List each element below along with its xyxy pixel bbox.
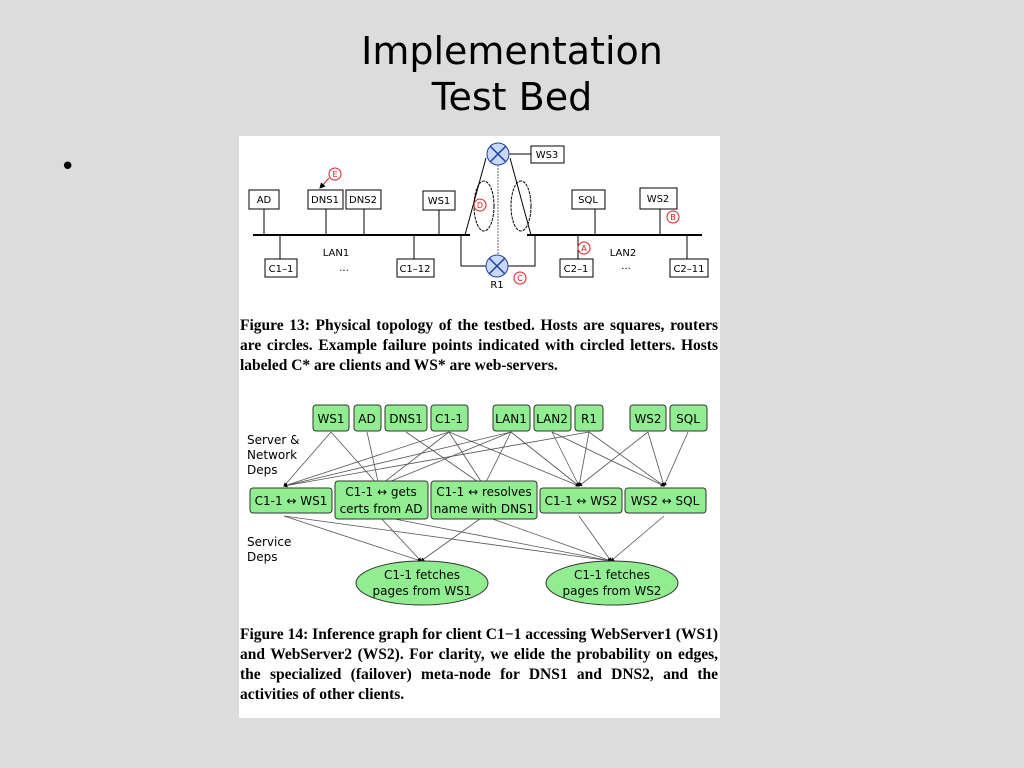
svg-text:C1-1: C1-1 [435,412,463,426]
host-c1-12: C1–12 [396,258,435,278]
svg-text:C1-1 ↔ WS1: C1-1 ↔ WS1 [255,494,328,508]
svg-text:Deps: Deps [247,550,278,564]
figure-image: R1 AD DNS1 DNS2 WS1 WS3 SQL WS2 C1–1 C1–… [239,136,720,718]
svg-text:DNS2: DNS2 [349,195,377,206]
svg-text:AD: AD [257,195,272,206]
failure-point-a: A [577,241,591,255]
top-row-nodes: WS1 AD DNS1 C1-1 LAN1 LAN2 R1 WS2 SQL [312,404,708,432]
host-ws2: WS2 [639,187,678,210]
failure-point-b: B [666,210,680,224]
node-ws2-sql: WS2 ↔ SQL [624,487,707,514]
svg-text:C1-1 fetches: C1-1 fetches [384,568,460,582]
node-ws2: WS2 [629,404,667,432]
figure-13-caption: Figure 13: Physical topology of the test… [240,317,718,374]
svg-text:certs from AD: certs from AD [340,502,423,516]
svg-text:E: E [332,170,337,179]
node-ws1: WS1 [312,404,350,432]
node-fetch-ws2: C1-1 fetches pages from WS2 [545,560,679,606]
svg-text:SQL: SQL [676,412,700,426]
svg-text:pages from WS2: pages from WS2 [563,584,662,598]
lan2-ellipsis: ... [621,261,631,272]
node-c1-1-ws2: C1-1 ↔ WS2 [539,487,623,514]
failure-point-c: C [513,271,527,285]
host-ws3: WS3 [530,145,565,164]
title-line-2: Test Bed [431,75,593,119]
failure-point-d: D [473,198,487,212]
svg-text:C1–1: C1–1 [269,264,294,275]
svg-text:DNS1: DNS1 [311,195,339,206]
host-ad: AD [248,189,280,210]
node-dns1: DNS1 [384,404,428,432]
svg-text:C1-1 fetches: C1-1 fetches [574,568,650,582]
svg-text:pages from WS1: pages from WS1 [373,584,472,598]
svg-text:Deps: Deps [247,463,278,477]
svg-text:name with DNS1: name with DNS1 [434,502,535,516]
svg-text:C1-1 ↔ WS2: C1-1 ↔ WS2 [545,494,618,508]
host-c2-11: C2–11 [669,258,709,278]
svg-text:WS1: WS1 [317,412,344,426]
bottom-row-nodes: C1-1 fetches pages from WS1 C1-1 fetches… [355,560,679,606]
node-fetch-ws1: C1-1 fetches pages from WS1 [355,560,489,606]
host-c2-1: C2–1 [559,258,594,278]
node-r1: R1 [574,404,604,432]
node-c1-1: C1-1 [430,404,469,432]
svg-text:WS2: WS2 [634,412,661,426]
svg-text:C1-1 ↔ resolves: C1-1 ↔ resolves [436,485,531,499]
svg-text:LAN2: LAN2 [536,412,568,426]
host-ws1: WS1 [422,190,456,211]
svg-text:Service: Service [247,535,291,549]
topology-diagram: R1 AD DNS1 DNS2 WS1 WS3 SQL WS2 C1–1 C1–… [248,142,709,291]
svg-text:SQL: SQL [578,195,598,206]
failure-point-e: E [319,167,342,189]
svg-text:WS1: WS1 [428,196,451,207]
row-label-server-network-deps: Server & Network Deps [247,433,300,477]
svg-text:WS2 ↔ SQL: WS2 ↔ SQL [631,494,700,508]
svg-text:C1-1 ↔ gets: C1-1 ↔ gets [345,485,417,499]
svg-text:C2–1: C2–1 [564,264,589,275]
inference-graph: WS1 AD DNS1 C1-1 LAN1 LAN2 R1 WS2 SQL Se… [247,404,708,606]
lan2-label: LAN2 [610,248,636,259]
svg-text:Server &: Server & [247,433,300,447]
node-c1-1-resolves-dns1: C1-1 ↔ resolves name with DNS1 [430,480,538,520]
node-lan1: LAN1 [492,404,531,432]
svg-text:Network: Network [247,448,297,462]
router-r1-label: R1 [490,280,503,291]
svg-text:C1–12: C1–12 [399,264,430,275]
svg-text:D: D [477,201,483,210]
node-c1-1-certs-ad: C1-1 ↔ gets certs from AD [334,480,429,520]
svg-text:LAN1: LAN1 [495,412,527,426]
lan1-label: LAN1 [323,248,349,259]
svg-text:A: A [581,244,587,253]
host-sql: SQL [571,189,606,210]
node-c1-1-ws1: C1-1 ↔ WS1 [249,487,333,514]
svg-text:C: C [517,274,523,283]
svg-text:DNS1: DNS1 [389,412,422,426]
middle-row-nodes: C1-1 ↔ WS1 C1-1 ↔ gets certs from AD C1-… [249,480,707,520]
node-ad: AD [353,404,382,432]
row-label-service-deps: Service Deps [247,535,291,564]
slide-title: Implementation Test Bed [0,28,1024,120]
lan1-ellipsis: ... [339,263,349,274]
svg-text:C2–11: C2–11 [673,264,704,275]
host-dns1: DNS1 [307,189,344,210]
svg-text:R1: R1 [581,412,597,426]
node-lan2: LAN2 [533,404,572,432]
bullet-point: • [60,152,76,182]
figure-14-caption: Figure 14: Inference graph for client C1… [240,626,718,703]
svg-text:AD: AD [358,412,375,426]
svg-text:B: B [670,213,676,222]
host-dns2: DNS2 [345,189,382,210]
node-sql: SQL [669,404,708,432]
dependency-edges [283,431,689,563]
host-c1-1: C1–1 [264,258,298,278]
title-line-1: Implementation [361,29,663,73]
svg-text:WS2: WS2 [647,194,670,205]
svg-text:WS3: WS3 [536,150,559,161]
